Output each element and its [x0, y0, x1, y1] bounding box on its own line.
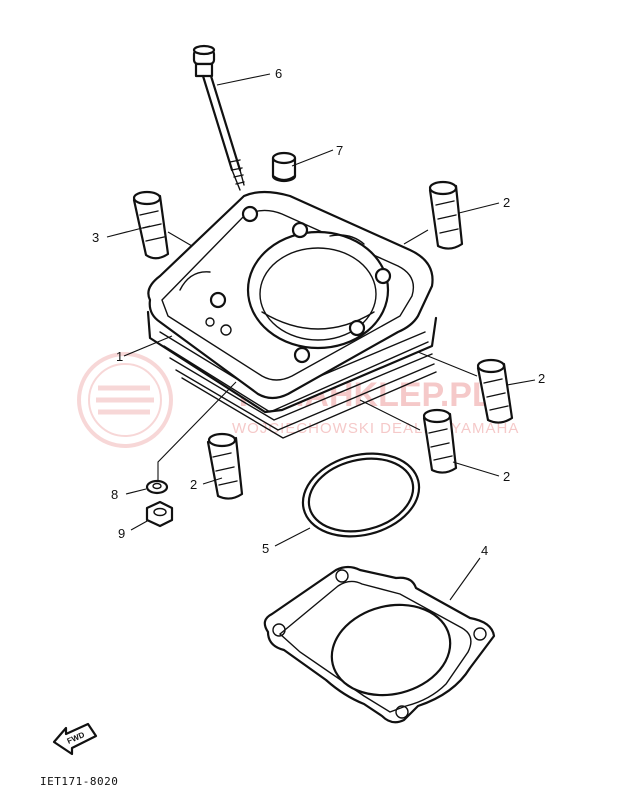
callout-4: 4: [481, 543, 488, 558]
watermark-logo-icon: [77, 352, 173, 448]
part-2-dowel-lower-right: [422, 408, 458, 474]
callout-1: 1: [116, 349, 123, 364]
callout-8: 8: [111, 487, 118, 502]
callout-2-lower-left: 2: [190, 477, 197, 492]
drawing-code: IET171-8020: [40, 775, 118, 788]
callout-2-lower-right: 2: [503, 469, 510, 484]
part-4-gasket: [263, 565, 496, 724]
part-2-dowel-mid-right: [476, 358, 514, 424]
part-5-o-ring: [301, 452, 421, 538]
callout-5: 5: [262, 541, 269, 556]
callout-2-top-right: 2: [503, 195, 510, 210]
part-1-cylinder: [146, 190, 438, 439]
callouts: 6 7 3 2 1 2 2 2 8 9 5 4: [92, 66, 545, 558]
part-2-dowel-top-right: [428, 180, 464, 250]
callout-7: 7: [336, 143, 343, 158]
part-7-dowel: [271, 151, 297, 183]
callout-2-mid-right: 2: [538, 371, 545, 386]
callout-3: 3: [92, 230, 99, 245]
part-2-dowel-lower-left: [206, 432, 244, 500]
callout-6: 6: [275, 66, 282, 81]
leader-lines: [106, 73, 536, 601]
part-3-dowel: [132, 190, 170, 260]
fwd-arrow-icon: FWD: [52, 722, 98, 756]
part-9-nut: [145, 500, 174, 528]
part-8-washer: [145, 479, 169, 495]
callout-9: 9: [118, 526, 125, 541]
part-6-bolt: [192, 44, 245, 191]
